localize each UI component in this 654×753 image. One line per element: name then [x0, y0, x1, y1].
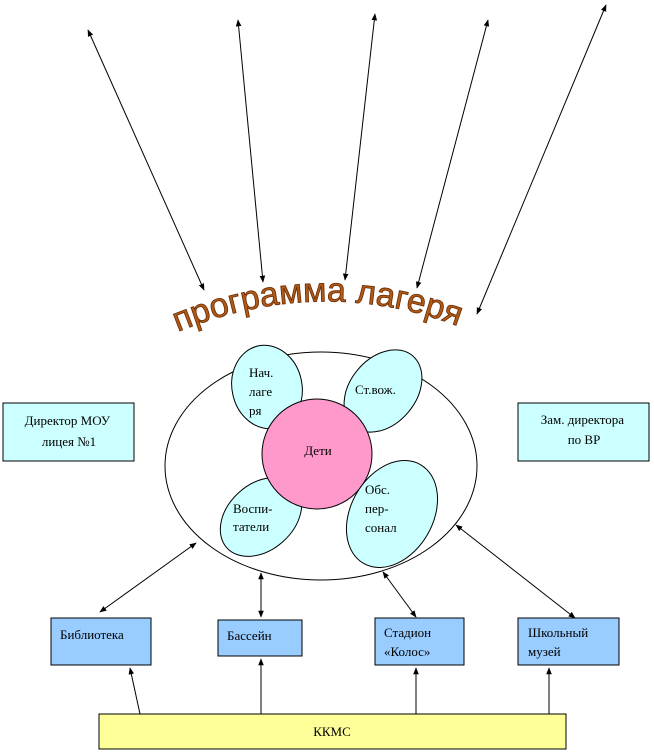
library-box	[50, 617, 152, 666]
footer-box	[98, 713, 567, 750]
library-label: Библиотека	[60, 627, 124, 642]
top-arrow-3	[342, 13, 378, 281]
petal-staff-line-1: Обс.	[365, 482, 390, 497]
top-arrows	[87, 4, 607, 315]
arrow-footer-library	[128, 667, 141, 715]
director-label: Директор МОУ лицея №1	[25, 413, 114, 449]
top-arrow-5	[476, 4, 607, 315]
pool-box	[217, 619, 303, 657]
center-label: Дети	[304, 443, 331, 458]
petal-head-line-2: лаге	[249, 384, 272, 399]
stadium-box	[374, 617, 465, 666]
director-box	[2, 402, 135, 462]
petal-staff-line-3: сонал	[365, 520, 397, 535]
deputy-label: Зам. директора по ВР	[541, 412, 628, 447]
deputy-line-1: Зам. директора	[541, 412, 625, 427]
footer-label: ККМС	[313, 724, 351, 739]
top-arrow-1	[87, 29, 205, 291]
museum-line-1: Школьный	[528, 625, 588, 640]
petal-staff-line-2: пер-	[365, 501, 389, 516]
stadium-line-1: Стадион	[384, 625, 431, 640]
director-line-2: лицея №1	[42, 434, 96, 449]
petal-educators-label: Воспи- татели	[233, 501, 276, 534]
stadium-label: Стадион «Колос»	[384, 625, 434, 659]
pool-label: Бассейн	[227, 628, 272, 643]
director-line-1: Директор МОУ	[25, 413, 111, 428]
arrow-museum-ellipse	[455, 524, 576, 619]
petal-staff-label: Обс. пер- сонал	[365, 482, 397, 535]
deputy-box	[517, 402, 650, 462]
museum-label: Школьный музей	[528, 625, 591, 659]
stadium-line-2: «Колос»	[384, 644, 430, 659]
deputy-line-2: по ВР	[568, 432, 601, 447]
arrow-stadium-ellipse	[382, 571, 417, 618]
title-text: программа лагеря	[166, 271, 468, 340]
petal-head-line-3: ря	[249, 403, 262, 418]
petal-senior-label: Ст.вож.	[355, 382, 396, 397]
top-arrow-4	[415, 19, 490, 289]
petal-educators-line-1: Воспи-	[233, 501, 273, 516]
arrow-library-ellipse	[99, 542, 197, 613]
title-arc-text: программа лагеря	[167, 271, 468, 339]
museum-box	[517, 617, 620, 666]
petal-staff-shape	[345, 460, 439, 568]
museum-line-2: музей	[528, 644, 561, 659]
top-arrow-2	[235, 19, 266, 283]
petal-head-label: Нач. лаге ря	[249, 365, 277, 418]
middle-arrows	[99, 524, 576, 619]
center-circle	[261, 398, 373, 510]
petal-educators-line-2: татели	[233, 519, 269, 534]
petal-head-line-1: Нач.	[249, 365, 273, 380]
footer-arrows	[128, 658, 552, 715]
